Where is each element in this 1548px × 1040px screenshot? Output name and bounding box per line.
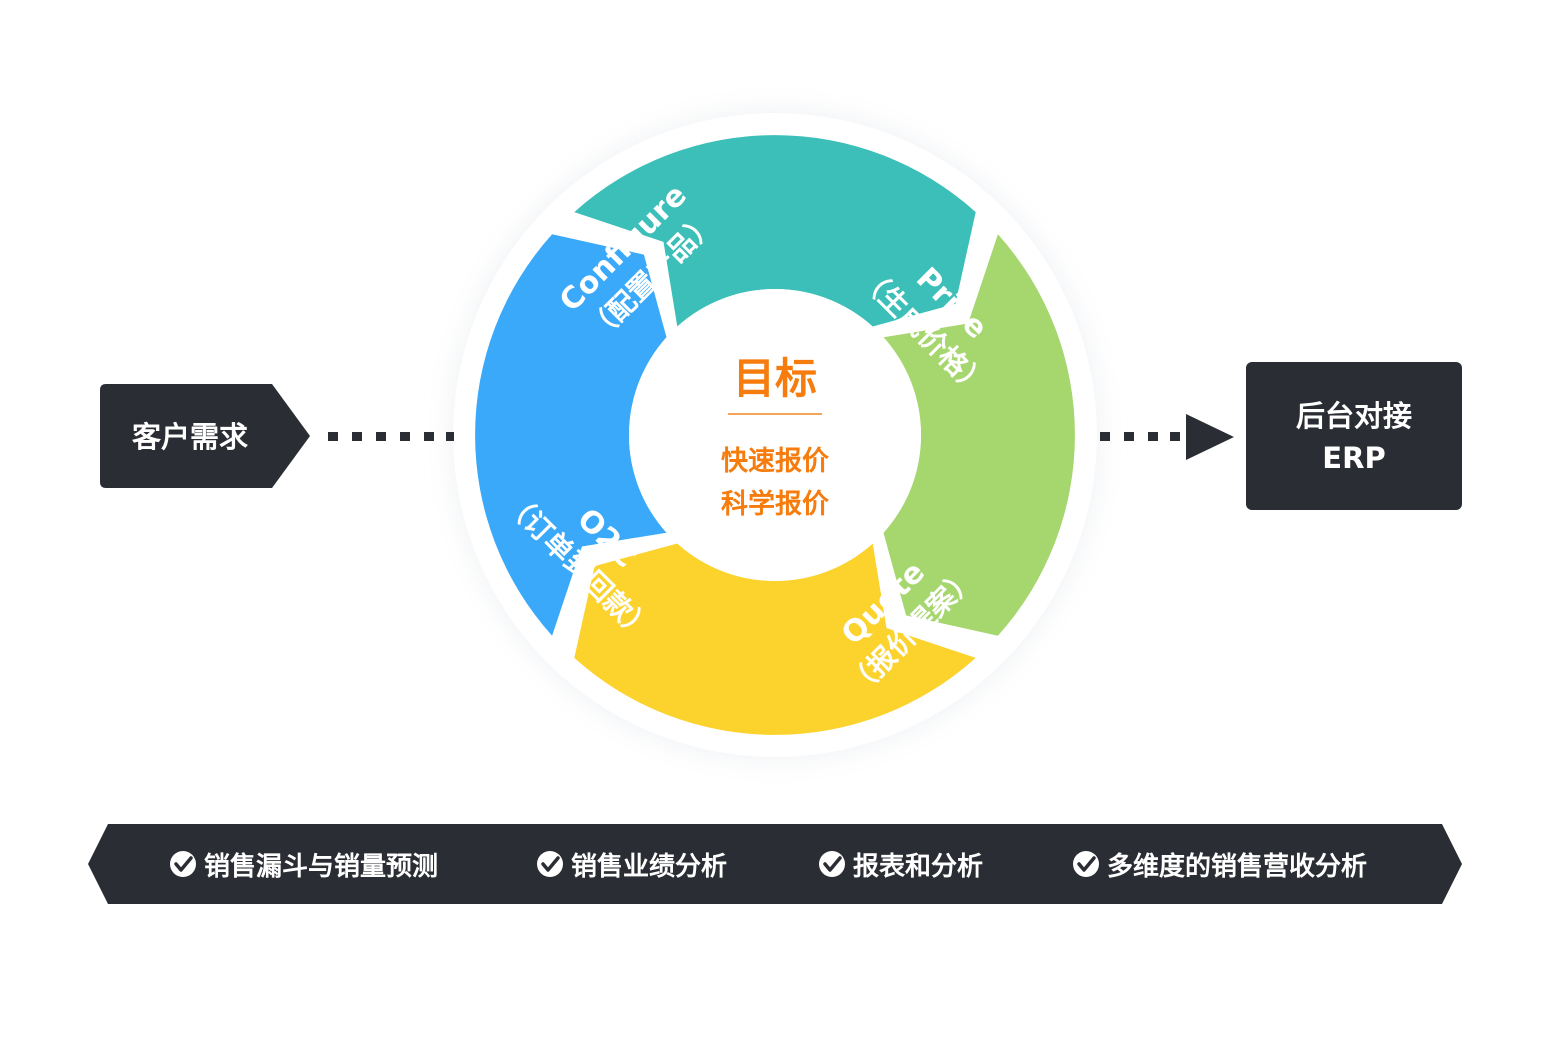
segment-price[interactable] — [883, 234, 1075, 636]
center-line-2: 科学报价 — [721, 488, 830, 520]
center-circle — [629, 289, 921, 581]
check-mark-icon — [174, 856, 193, 872]
check-mark-icon — [541, 856, 560, 872]
feature-label: 销售漏斗与销量预测 — [204, 851, 438, 882]
center-title: 目标 — [733, 354, 817, 403]
feature-item-4: 多维度的销售营收分析 — [1073, 851, 1367, 882]
feature-label: 报表和分析 — [853, 851, 983, 882]
arrow-right-icon — [1186, 414, 1234, 460]
feature-label: 销售业绩分析 — [571, 851, 727, 882]
erp-line-2: ERP — [1322, 441, 1385, 475]
erp-line-1: 后台对接 — [1296, 399, 1412, 433]
features-banner — [88, 824, 1462, 904]
center-line-1: 快速报价 — [721, 446, 830, 477]
customer-demand-box — [100, 384, 310, 488]
check-circle-icon — [537, 851, 563, 877]
customer-demand-label: 客户需求 — [132, 420, 248, 454]
feature-item-1: 销售漏斗与销量预测 — [170, 851, 438, 882]
check-circle-icon — [1073, 851, 1099, 877]
feature-label: 多维度的销售营收分析 — [1107, 851, 1367, 882]
check-circle-icon — [819, 851, 845, 877]
segment-o2c[interactable] — [475, 234, 667, 636]
check-circle-icon — [170, 851, 196, 877]
feature-item-2: 销售业绩分析 — [537, 851, 727, 882]
segment-configure[interactable] — [574, 135, 976, 327]
segment-quote[interactable] — [574, 543, 976, 735]
erp-box — [1246, 362, 1462, 510]
feature-item-3: 报表和分析 — [819, 851, 983, 882]
check-mark-icon — [1077, 856, 1096, 872]
right-dotted-connector — [1100, 432, 1180, 441]
cycle-ring — [475, 135, 1075, 735]
left-dotted-connector — [328, 432, 454, 441]
check-mark-icon — [823, 856, 842, 872]
